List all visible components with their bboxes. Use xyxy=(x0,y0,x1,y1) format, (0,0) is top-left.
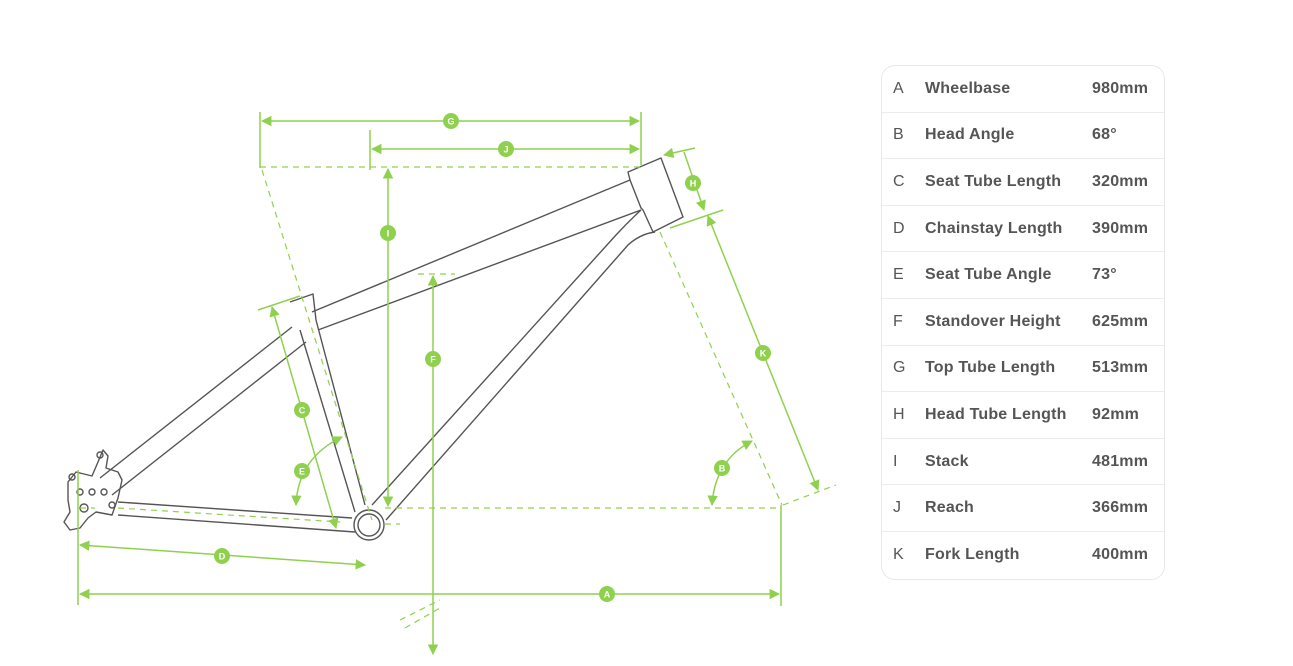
geometry-value: 73° xyxy=(1092,266,1117,284)
geometry-row: G Top Tube Length 513mm xyxy=(882,346,1164,393)
geometry-letter: E xyxy=(893,266,904,284)
geometry-row: F Standover Height 625mm xyxy=(882,299,1164,346)
dimension-lines xyxy=(77,112,837,656)
geometry-row: H Head Tube Length 92mm xyxy=(882,392,1164,439)
geometry-letter: H xyxy=(893,405,905,423)
chain-stay xyxy=(117,501,356,533)
marker-a: A xyxy=(599,586,615,602)
marker-g: G xyxy=(443,113,459,129)
dimension-markers: G J H I F K C E B D A xyxy=(214,113,771,602)
geometry-letter: B xyxy=(893,126,904,144)
down-tube xyxy=(371,209,656,521)
marker-h-label: H xyxy=(690,179,697,189)
marker-k-label: K xyxy=(760,349,767,359)
marker-i: I xyxy=(380,225,396,241)
marker-j: J xyxy=(498,141,514,157)
marker-h: H xyxy=(685,175,701,191)
geometry-letter: D xyxy=(893,219,905,237)
marker-b: B xyxy=(714,460,730,476)
geometry-row: I Stack 481mm xyxy=(882,439,1164,486)
marker-d: D xyxy=(214,548,230,564)
geometry-row: J Reach 366mm xyxy=(882,485,1164,532)
geometry-name: Seat Tube Angle xyxy=(925,266,1052,284)
marker-i-label: I xyxy=(387,229,390,239)
geometry-value: 481mm xyxy=(1092,452,1149,470)
geometry-value: 400mm xyxy=(1092,546,1149,564)
geometry-value: 366mm xyxy=(1092,499,1149,517)
geometry-value: 625mm xyxy=(1092,312,1149,330)
geometry-letter: J xyxy=(893,499,902,517)
geometry-letter: F xyxy=(893,312,903,330)
geometry-letter: C xyxy=(893,172,905,190)
marker-a-label: A xyxy=(604,590,611,600)
geometry-letter: K xyxy=(893,546,904,564)
seat-stay xyxy=(99,326,307,496)
geometry-value: 980mm xyxy=(1092,79,1149,97)
marker-g-label: G xyxy=(447,117,454,127)
geometry-row: E Seat Tube Angle 73° xyxy=(882,252,1164,299)
marker-b-label: B xyxy=(719,464,726,474)
geometry-letter: G xyxy=(893,359,906,377)
geometry-name: Standover Height xyxy=(925,312,1061,330)
top-tube xyxy=(311,179,642,331)
geometry-value: 390mm xyxy=(1092,219,1149,237)
marker-e: E xyxy=(294,463,310,479)
marker-c-label: C xyxy=(299,406,306,416)
marker-j-label: J xyxy=(503,145,508,155)
geometry-name: Head Angle xyxy=(925,126,1015,144)
dim-arc-e xyxy=(291,436,343,507)
marker-k: K xyxy=(755,345,771,361)
marker-f-label: F xyxy=(430,355,436,365)
marker-c: C xyxy=(294,402,310,418)
frame-geometry-diagram: G J H I F K C E B D A xyxy=(63,112,837,656)
geometry-name: Stack xyxy=(925,452,969,470)
head-tube xyxy=(627,157,684,233)
geometry-name: Fork Length xyxy=(925,546,1020,564)
geometry-row: A Wheelbase 980mm xyxy=(882,66,1164,113)
bike-frame xyxy=(63,157,684,541)
geometry-name: Wheelbase xyxy=(925,79,1011,97)
marker-e-label: E xyxy=(299,467,305,477)
geometry-letter: A xyxy=(893,79,904,97)
geometry-name: Reach xyxy=(925,499,975,517)
geometry-row: B Head Angle 68° xyxy=(882,113,1164,160)
geometry-value: 320mm xyxy=(1092,172,1149,190)
rear-dropout xyxy=(63,449,123,531)
marker-f: F xyxy=(425,351,441,367)
geometry-row: K Fork Length 400mm xyxy=(882,532,1164,579)
geometry-name: Top Tube Length xyxy=(925,359,1056,377)
geometry-value: 92mm xyxy=(1092,405,1140,423)
geometry-row: C Seat Tube Length 320mm xyxy=(882,159,1164,206)
geometry-name: Head Tube Length xyxy=(925,405,1067,423)
geometry-name: Seat Tube Length xyxy=(925,172,1062,190)
geometry-value: 513mm xyxy=(1092,359,1149,377)
geometry-row: D Chainstay Length 390mm xyxy=(882,206,1164,253)
geometry-value: 68° xyxy=(1092,126,1117,144)
geometry-name: Chainstay Length xyxy=(925,219,1063,237)
marker-d-label: D xyxy=(219,552,226,562)
geometry-letter: I xyxy=(893,452,898,470)
